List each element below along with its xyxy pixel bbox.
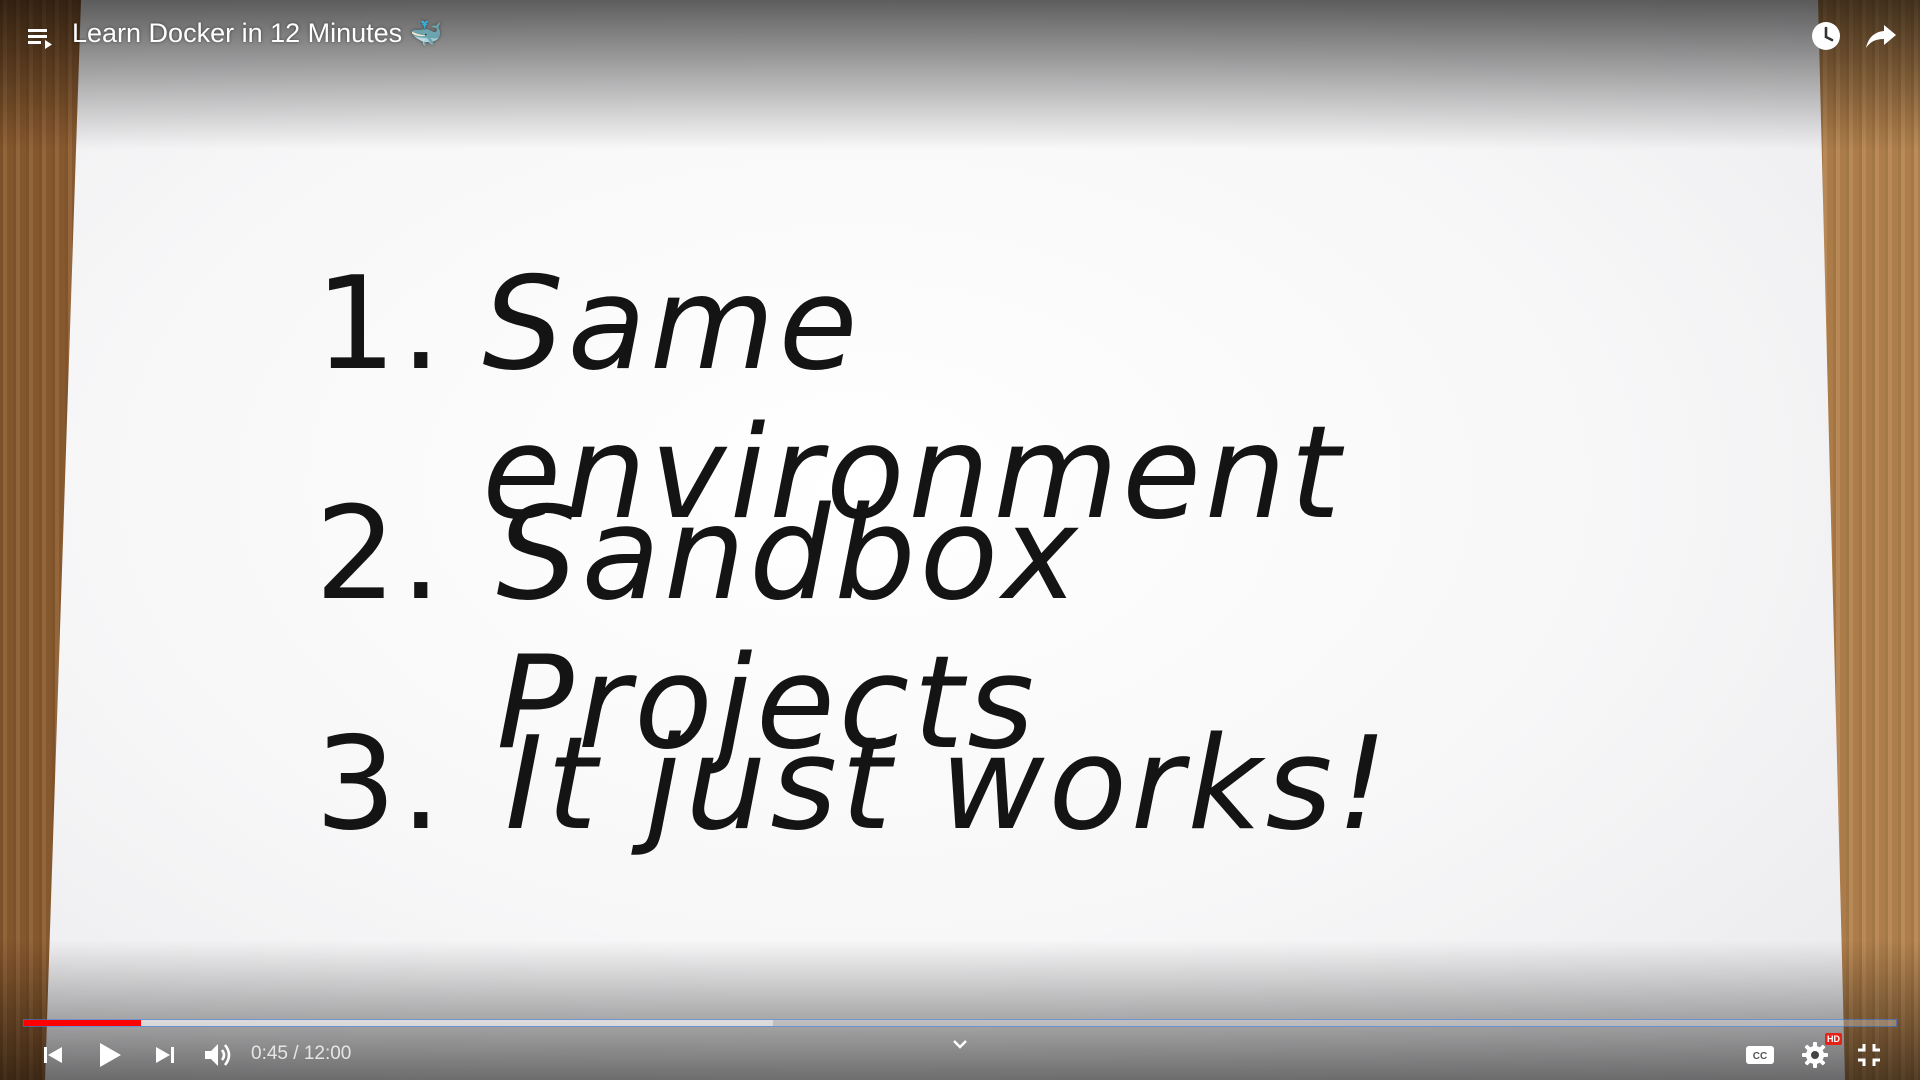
top-shade: [0, 0, 1920, 150]
control-bar: 0:45 / 12:00 CC HD: [0, 1030, 1920, 1080]
volume-icon: [205, 1044, 231, 1066]
playlist-icon: [28, 29, 52, 49]
list-item-number: 1.: [315, 250, 446, 399]
list-item-number: 3.: [315, 710, 446, 859]
watch-later-button[interactable]: [1808, 18, 1844, 54]
exit-fullscreen-button[interactable]: [1850, 1037, 1888, 1073]
duration: 12:00: [303, 1043, 352, 1064]
settings-button[interactable]: HD: [1796, 1033, 1842, 1073]
hd-badge: HD: [1825, 1033, 1842, 1045]
current-time: 0:45: [251, 1043, 288, 1064]
list-item: 3. It just works!: [315, 710, 1615, 940]
handwritten-list: 1. Same environment 2. Sandbox Projects …: [315, 250, 1615, 940]
chevron-button[interactable]: [948, 1034, 972, 1054]
skip-next-icon: [156, 1047, 174, 1063]
volume-button[interactable]: [199, 1036, 237, 1074]
list-item: 2. Sandbox Projects: [315, 480, 1615, 778]
video-title[interactable]: Learn Docker in 12 Minutes🐳: [72, 18, 443, 49]
video-title-text: Learn Docker in 12 Minutes: [72, 18, 403, 48]
progress-played: [24, 1020, 141, 1026]
list-item-text: Sandbox Projects: [496, 480, 1082, 778]
play-button[interactable]: [90, 1036, 128, 1074]
chevron-down-icon: [953, 1040, 967, 1049]
time-separator: /: [287, 1043, 304, 1064]
play-icon: [100, 1043, 121, 1067]
list-item: 1. Same environment: [315, 250, 1615, 548]
next-button[interactable]: [148, 1038, 182, 1072]
exit-fullscreen-icon: [1858, 1044, 1880, 1066]
captions-button[interactable]: CC: [1742, 1039, 1778, 1071]
svg-text:CC: CC: [1753, 1051, 1767, 1062]
whale-emoji: 🐳: [410, 18, 443, 48]
share-button[interactable]: [1862, 18, 1900, 54]
clock-icon: [1812, 22, 1840, 50]
skip-previous-icon: [44, 1047, 62, 1063]
progress-bar[interactable]: [24, 1020, 1896, 1026]
bottom-shade: [0, 940, 1920, 1080]
list-item-text: It just works!: [505, 710, 1392, 859]
previous-button[interactable]: [36, 1038, 70, 1072]
captions-icon: CC: [1746, 1046, 1774, 1064]
paper-sheet: 1. Same environment 2. Sandbox Projects …: [45, 0, 1845, 1080]
share-icon: [1866, 25, 1896, 48]
list-item-text: Same environment: [482, 250, 1345, 548]
list-item-number: 2.: [315, 480, 446, 629]
time-display: 0:45 / 12:00: [251, 1043, 351, 1065]
top-bar: Learn Docker in 12 Minutes🐳: [0, 0, 1920, 72]
playlist-button[interactable]: [22, 20, 58, 56]
progress-loaded: [24, 1020, 773, 1026]
gear-icon: [1802, 1042, 1828, 1068]
